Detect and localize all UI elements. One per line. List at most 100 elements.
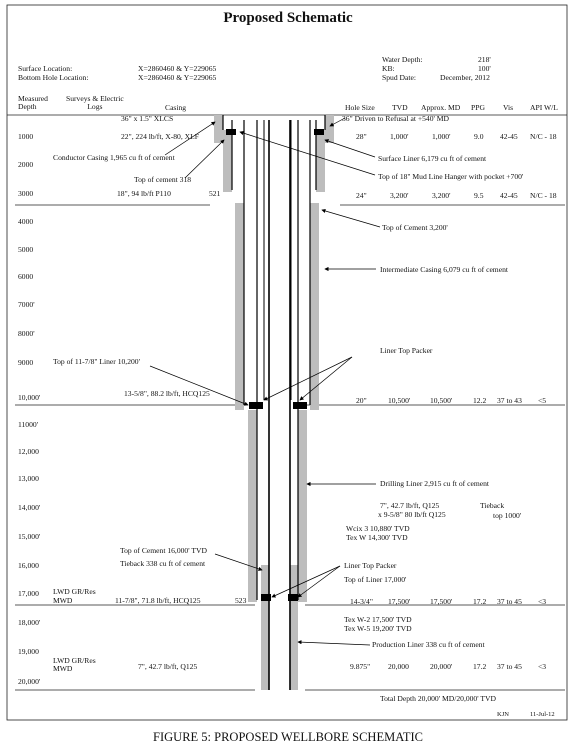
mud-tvd: 1,000' <box>390 132 409 141</box>
header-approx-md: Approx. MD <box>421 103 461 112</box>
note-tieback-desc-1: 7", 42.7 lb/ft, Q125 <box>380 501 440 510</box>
casing-label-surface: 22", 224 lb/ft, X-80, XLF <box>121 132 199 141</box>
cement-intermediate-right <box>310 203 319 410</box>
arrow-top-cement-318 <box>184 139 225 179</box>
mud-ppg: 9.5 <box>474 191 484 200</box>
mud-tvd: 20,000 <box>388 662 409 671</box>
depth-label: 1000 <box>18 132 34 141</box>
mud-hole-size: 24" <box>356 191 367 200</box>
note-surface-liner: Surface Liner 6,179 cu ft of cement <box>378 154 487 163</box>
note-mudline-hanger: Top of 18" Mud Line Hanger with pocket +… <box>378 172 524 181</box>
shoe-surface-right <box>314 129 324 135</box>
casing-label-production: 7", 42.7 lb/ft, Q125 <box>138 662 198 671</box>
depth-label: 13,000 <box>18 474 39 483</box>
cement-surface-left <box>223 130 232 192</box>
mud-vis: 42-45 <box>500 191 518 200</box>
arrow-liner-top-packer-2 <box>297 565 341 598</box>
cement-production-left <box>261 565 269 690</box>
note-tieback-cement: Tieback 338 cu ft of cement <box>120 559 206 568</box>
shoe-drilling-left <box>249 402 263 409</box>
depth-label: 14,000' <box>18 503 41 512</box>
arrow-liner-top-packer-1 <box>299 356 353 401</box>
footer-date: 11-Jul-12 <box>530 711 555 718</box>
note-tieback-top: top 1000' <box>493 511 522 520</box>
mud-hole-size: 14-3/4" <box>350 597 373 606</box>
cement-intermediate-left <box>235 203 244 410</box>
depth-label: 18,000' <box>18 618 41 627</box>
header-casing: Casing <box>165 103 187 112</box>
note-tieback-desc-2: x 9-5/8" 80 lb/ft Q125 <box>378 510 446 519</box>
casing-label-intermediate-num: 521 <box>209 189 221 198</box>
header-vis: Vis <box>503 103 514 112</box>
note-tex-w2: Tex W-2 17,500' TVD <box>344 615 412 624</box>
shoe-surface-left <box>226 129 236 135</box>
casing-label-liner: 11-7/8", 71.8 lb/ft, HCQ125 <box>115 596 201 605</box>
depth-label: 5000 <box>18 245 34 254</box>
mud-hole-size: 20" <box>356 396 367 405</box>
arrow-surface-liner <box>324 139 376 158</box>
depth-label: 20,000' <box>18 677 41 686</box>
bottom-hole-label: Bottom Hole Location: <box>18 73 89 82</box>
depth-label: 12,000 <box>18 447 39 456</box>
cement-conductor-right <box>325 115 334 143</box>
mud-tvd: 10,500' <box>388 396 411 405</box>
depth-label: 16,000 <box>18 561 39 570</box>
shoe-liner-right <box>288 594 298 601</box>
mud-vis: 37 to 45 <box>497 662 522 671</box>
log-lwd-2: LWD GR/Res <box>53 656 96 665</box>
header-measured-depth: Measured Depth <box>18 94 48 111</box>
depth-label: 9000 <box>18 358 34 367</box>
figure-caption: FIGURE 5: PROPOSED WELLBORE SCHEMATIC <box>153 730 423 744</box>
depth-label: 8000' <box>18 329 35 338</box>
depth-label: 3000 <box>18 189 34 198</box>
cement-sheaths <box>214 115 334 690</box>
note-tieback-label: Tieback <box>480 501 505 510</box>
arrow-liner-top-packer-2b <box>271 565 341 598</box>
log-mwd-2: MWD <box>53 664 73 673</box>
note-top-cement-318: Top of cement 318 <box>134 175 192 184</box>
note-driven: 36" Driven to Refusal at +540' MD <box>342 114 450 123</box>
depth-label: 2000 <box>18 160 34 169</box>
note-top-liner-17000: Top of Liner 17,000' <box>344 575 407 584</box>
mud-api: <3 <box>538 597 547 606</box>
arrow-conductor-cement <box>164 121 216 156</box>
casing-label-liner-num: 523 <box>235 596 247 605</box>
mud-md: 20,000' <box>430 662 453 671</box>
note-tex-w5: Tex W-5 19,200' TVD <box>344 624 412 633</box>
bottom-hole-value: X=2860460 & Y=229065 <box>138 73 217 82</box>
arrow-mudline-hanger <box>239 131 376 176</box>
note-wilcox-3: Wcix 3 10,880' TVD <box>346 524 410 533</box>
cement-drilling-left <box>248 410 257 602</box>
page-frame <box>6 4 568 721</box>
mud-md: 17,500' <box>430 597 453 606</box>
surface-location-value: X=2860460 & Y=229065 <box>138 64 217 73</box>
mud-tvd: 3,200' <box>390 191 409 200</box>
note-drilling-liner: Drilling Liner 2,915 cu ft of cement <box>380 479 490 488</box>
mud-ppg: 17.2 <box>473 597 487 606</box>
arrow-production-liner <box>297 640 371 646</box>
mud-api: N/C - 18 <box>530 132 557 141</box>
casing-label-intermediate: 18", 94 lb/ft P110 <box>117 189 171 198</box>
note-liner-top-packer-2: Liner Top Packer <box>344 561 397 570</box>
leader-arrows <box>149 117 381 646</box>
cement-drilling-right <box>298 410 307 602</box>
header-tvd: TVD <box>392 103 408 112</box>
shoe-liner-left <box>261 594 271 601</box>
note-production-liner: Production Liner 338 cu ft of cement <box>372 640 485 649</box>
note-top-liner: Top of 11-7/8" Liner 10,200' <box>53 357 140 366</box>
kb-value: 100' <box>478 64 491 73</box>
arrow-liner-top-packer-1b <box>263 356 353 401</box>
mud-vis: 37 to 45 <box>497 597 522 606</box>
mud-tvd: 17,500' <box>388 597 411 606</box>
note-liner-top-packer-1: Liner Top Packer <box>380 346 433 355</box>
arrow-top-cement-3200 <box>321 208 381 228</box>
mud-api: <5 <box>538 396 547 405</box>
casing-shoes <box>226 129 324 601</box>
depth-label: 15,000' <box>18 532 41 541</box>
header-api-wl: API W/L <box>530 103 558 112</box>
casing-label-drilling: 13-5/8", 88.2 lb/ft, HCQ125 <box>124 389 210 398</box>
spud-date-label: Spud Date: <box>382 73 416 82</box>
arrow-top-cement-16000 <box>214 553 263 571</box>
footer-initials: KJN <box>497 711 509 718</box>
mud-api: <3 <box>538 662 547 671</box>
